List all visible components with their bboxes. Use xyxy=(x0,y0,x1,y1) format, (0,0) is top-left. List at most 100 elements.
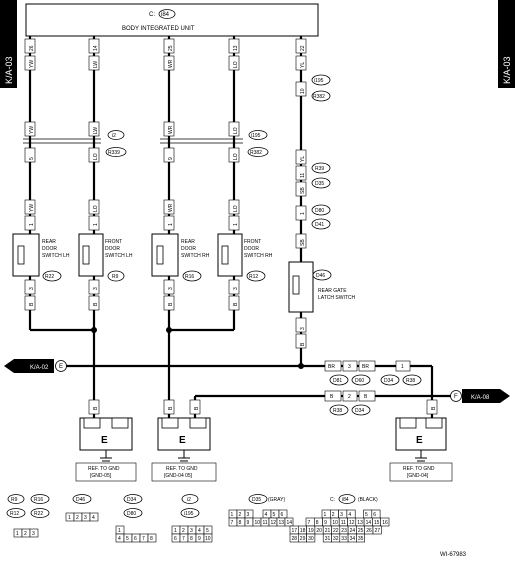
svg-text:[GND-04 05]: [GND-04 05] xyxy=(164,473,193,479)
pin-number: 2 xyxy=(239,512,242,518)
svg-text:7: 7 xyxy=(182,536,185,542)
pin-number: 34 xyxy=(350,536,356,542)
svg-text:B: B xyxy=(431,406,437,410)
pin-number: 30 xyxy=(308,536,314,542)
svg-text:D34: D34 xyxy=(384,378,393,384)
svg-text:BR: BR xyxy=(362,364,369,370)
pin-number: 3 xyxy=(247,512,250,518)
rear-gate-switch-line2: LATCH SWITCH xyxy=(318,295,356,301)
ground-2: B B E REF. TO GND [GND-04 05] xyxy=(151,399,217,482)
svg-text:REF. TO GND: REF. TO GND xyxy=(403,466,435,472)
svg-text:10: 10 xyxy=(205,536,211,542)
pin-number: 33 xyxy=(341,536,347,542)
pin-number: 8 xyxy=(239,520,242,526)
svg-text:C:: C: xyxy=(330,497,335,503)
svg-text:FRONT: FRONT xyxy=(105,239,122,245)
svg-text:D46: D46 xyxy=(316,273,325,279)
pin-number: 11 xyxy=(263,520,268,526)
pin-number: 10 xyxy=(332,520,338,526)
svg-text:WR: WR xyxy=(168,203,174,212)
page-ref-right: F K/A-08 xyxy=(450,389,510,403)
svg-text:1: 1 xyxy=(29,223,35,226)
svg-text:i2: i2 xyxy=(187,497,191,503)
svg-text:R12: R12 xyxy=(10,511,19,517)
svg-text:i84: i84 xyxy=(342,497,349,503)
pin-cell xyxy=(306,533,316,543)
svg-text:LO: LO xyxy=(93,153,99,160)
svg-text:LO: LO xyxy=(233,61,239,68)
svg-text:SWITCH RH: SWITCH RH xyxy=(181,253,210,259)
svg-text:D81: D81 xyxy=(333,378,342,384)
svg-text:R16: R16 xyxy=(185,274,194,280)
svg-text:SB: SB xyxy=(300,187,306,194)
svg-text:SWITCH RH: SWITCH RH xyxy=(244,253,273,259)
svg-text:3: 3 xyxy=(168,287,174,290)
svg-text:9: 9 xyxy=(168,157,174,160)
svg-text:LO: LO xyxy=(233,205,239,212)
svg-text:B: B xyxy=(93,406,99,410)
svg-text:E: E xyxy=(416,435,423,446)
pin-number: 4 xyxy=(348,512,351,518)
svg-text:14: 14 xyxy=(93,45,99,51)
pin-number: 10 xyxy=(255,520,261,526)
svg-text:REF. TO GND: REF. TO GND xyxy=(166,466,198,472)
svg-text:R382: R382 xyxy=(250,150,262,156)
svg-text:8: 8 xyxy=(190,536,193,542)
svg-text:YW: YW xyxy=(29,126,35,134)
svg-text:F: F xyxy=(454,394,458,400)
svg-text:REAR: REAR xyxy=(181,239,195,245)
svg-text:LO: LO xyxy=(233,153,239,160)
pin-number: 14 xyxy=(366,520,372,526)
svg-text:B: B xyxy=(168,406,174,410)
pin-number: 19 xyxy=(308,528,314,534)
svg-text:4: 4 xyxy=(92,515,95,521)
svg-text:26: 26 xyxy=(29,45,35,51)
pin-number: 17 xyxy=(292,528,298,534)
svg-text:R12: R12 xyxy=(249,274,258,280)
left-page-tab: K/A-03 xyxy=(0,0,17,88)
pin-cell xyxy=(372,525,382,535)
svg-text:5: 5 xyxy=(206,528,209,534)
svg-text:3: 3 xyxy=(348,364,351,370)
svg-text:B: B xyxy=(168,302,174,306)
svg-text:3: 3 xyxy=(84,515,87,521)
svg-text:R22: R22 xyxy=(34,511,43,517)
pin-number: 32 xyxy=(333,536,339,542)
right-page-tab: K/A-03 xyxy=(498,0,515,88)
svg-text:SWITCH LH: SWITCH LH xyxy=(42,253,70,259)
svg-text:1: 1 xyxy=(300,212,306,215)
pin-number: 5 xyxy=(365,512,368,518)
pin-number: 16 xyxy=(382,520,388,526)
pin-number: 27 xyxy=(375,528,381,534)
svg-text:B: B xyxy=(364,394,368,400)
svg-text:B: B xyxy=(300,342,306,346)
junction-dots xyxy=(91,327,304,369)
pin-number: 24 xyxy=(350,528,356,534)
svg-text:REAR: REAR xyxy=(42,239,56,245)
svg-text:K/A-02: K/A-02 xyxy=(30,365,49,371)
pin-number: 7 xyxy=(308,520,311,526)
ground-3: B E REF. TO GND [GND-04] xyxy=(389,399,453,482)
svg-text:8: 8 xyxy=(150,536,153,542)
svg-text:6: 6 xyxy=(134,536,137,542)
svg-text:22: 22 xyxy=(300,45,306,51)
pin-number: 20 xyxy=(316,528,322,534)
pin-number: 2 xyxy=(332,512,335,518)
svg-text:10: 10 xyxy=(300,88,306,94)
svg-text:R38: R38 xyxy=(406,378,415,384)
svg-text:D34: D34 xyxy=(127,497,136,503)
svg-text:B: B xyxy=(93,302,99,306)
svg-text:K/A-03: K/A-03 xyxy=(502,56,512,84)
svg-text:1: 1 xyxy=(93,223,99,226)
svg-text:2: 2 xyxy=(182,528,185,534)
pin-number: 28 xyxy=(292,536,298,542)
svg-text:i2: i2 xyxy=(112,133,116,139)
switch-front-rh: 1 FRONT DOOR SWITCH RH R12 3 B xyxy=(217,215,273,311)
switch-rear-rh: 1 REAR DOOR SWITCH RH R16 3 B xyxy=(151,215,210,311)
svg-text:(BLACK): (BLACK) xyxy=(358,497,378,503)
svg-text:R22: R22 xyxy=(45,274,54,280)
pin-number: 1 xyxy=(231,512,234,518)
svg-text:5: 5 xyxy=(126,536,129,542)
